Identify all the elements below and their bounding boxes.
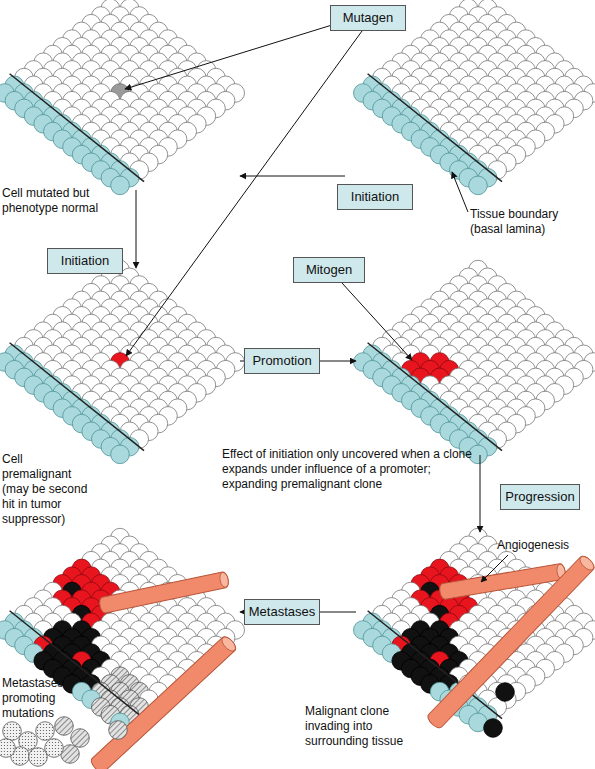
- loose-cells: [0, 683, 514, 767]
- leader-line: [342, 283, 412, 360]
- annotation: Tissue boundary (basal lamina): [470, 207, 590, 237]
- leader-line: [126, 31, 362, 356]
- stage-arrow: [136, 190, 137, 268]
- blood-vessel: [426, 554, 595, 730]
- stage-box: Metastases: [244, 599, 320, 625]
- box-text: Mitogen: [306, 263, 352, 278]
- stage-arrow: [480, 455, 481, 532]
- vessel-lumen: [220, 635, 238, 654]
- vessel-lumen: [219, 572, 230, 588]
- tissue-panel: [0, 0, 245, 195]
- stage-arrow: [240, 176, 345, 177]
- leader-line: [481, 555, 508, 582]
- basal-lamina-line: [10, 343, 144, 451]
- cell: [111, 445, 130, 464]
- cell: [45, 739, 64, 758]
- cell: [3, 722, 22, 741]
- cell: [469, 176, 488, 195]
- cell: [0, 739, 15, 758]
- basal-lamina-line: [10, 74, 144, 182]
- annotation: Angiogenesis: [497, 538, 587, 553]
- tissue-panel: [354, 260, 595, 463]
- box-text: Progression: [505, 490, 574, 505]
- box-text: Initiation: [351, 190, 399, 205]
- annotation: Effect of initiation only uncovered when…: [222, 447, 474, 492]
- vessel-body: [98, 571, 229, 614]
- cell: [496, 683, 515, 702]
- box-text: Promotion: [252, 354, 311, 369]
- blood-vessels: [89, 554, 595, 769]
- vessel-body: [426, 554, 595, 730]
- annotation: Metastases promoting mutations: [2, 676, 82, 721]
- stage-box: Mitogen: [293, 257, 365, 283]
- stage-box: Mutagen: [330, 5, 406, 31]
- arrows: [125, 25, 508, 612]
- box-text: Initiation: [61, 254, 109, 269]
- cell: [36, 722, 55, 741]
- stage-box: Promotion: [244, 348, 320, 374]
- cell: [484, 719, 503, 738]
- stage-box: Progression: [500, 484, 580, 510]
- cell: [109, 721, 128, 740]
- leader-line: [452, 172, 468, 212]
- tissue-panel: [354, 528, 595, 731]
- box-text: Mutagen: [343, 11, 394, 26]
- cell: [71, 729, 90, 748]
- basal-lamina-line: [368, 343, 502, 451]
- cell: [29, 748, 48, 767]
- stage-box: Initiation: [337, 184, 413, 210]
- tissue-panel: [0, 528, 245, 731]
- annotation: Cell mutated but phenotype normal: [2, 186, 102, 216]
- blood-vessel: [98, 571, 229, 614]
- vessel-lumen: [578, 554, 595, 572]
- box-text: Metastases: [249, 605, 315, 620]
- basal-lamina-line: [368, 74, 502, 182]
- cell: [111, 176, 130, 195]
- annotation: Malignant clone invading into surroundin…: [305, 704, 417, 749]
- leader-line: [125, 25, 332, 89]
- tissue-panels: [0, 0, 595, 732]
- annotation: Cell premalignant (may be second hit in …: [2, 452, 94, 527]
- tissue-panel: [0, 260, 245, 463]
- vessel-body: [89, 634, 238, 769]
- stage-box: Initiation: [47, 248, 123, 274]
- cell: [55, 717, 74, 736]
- blood-vessel: [89, 634, 238, 769]
